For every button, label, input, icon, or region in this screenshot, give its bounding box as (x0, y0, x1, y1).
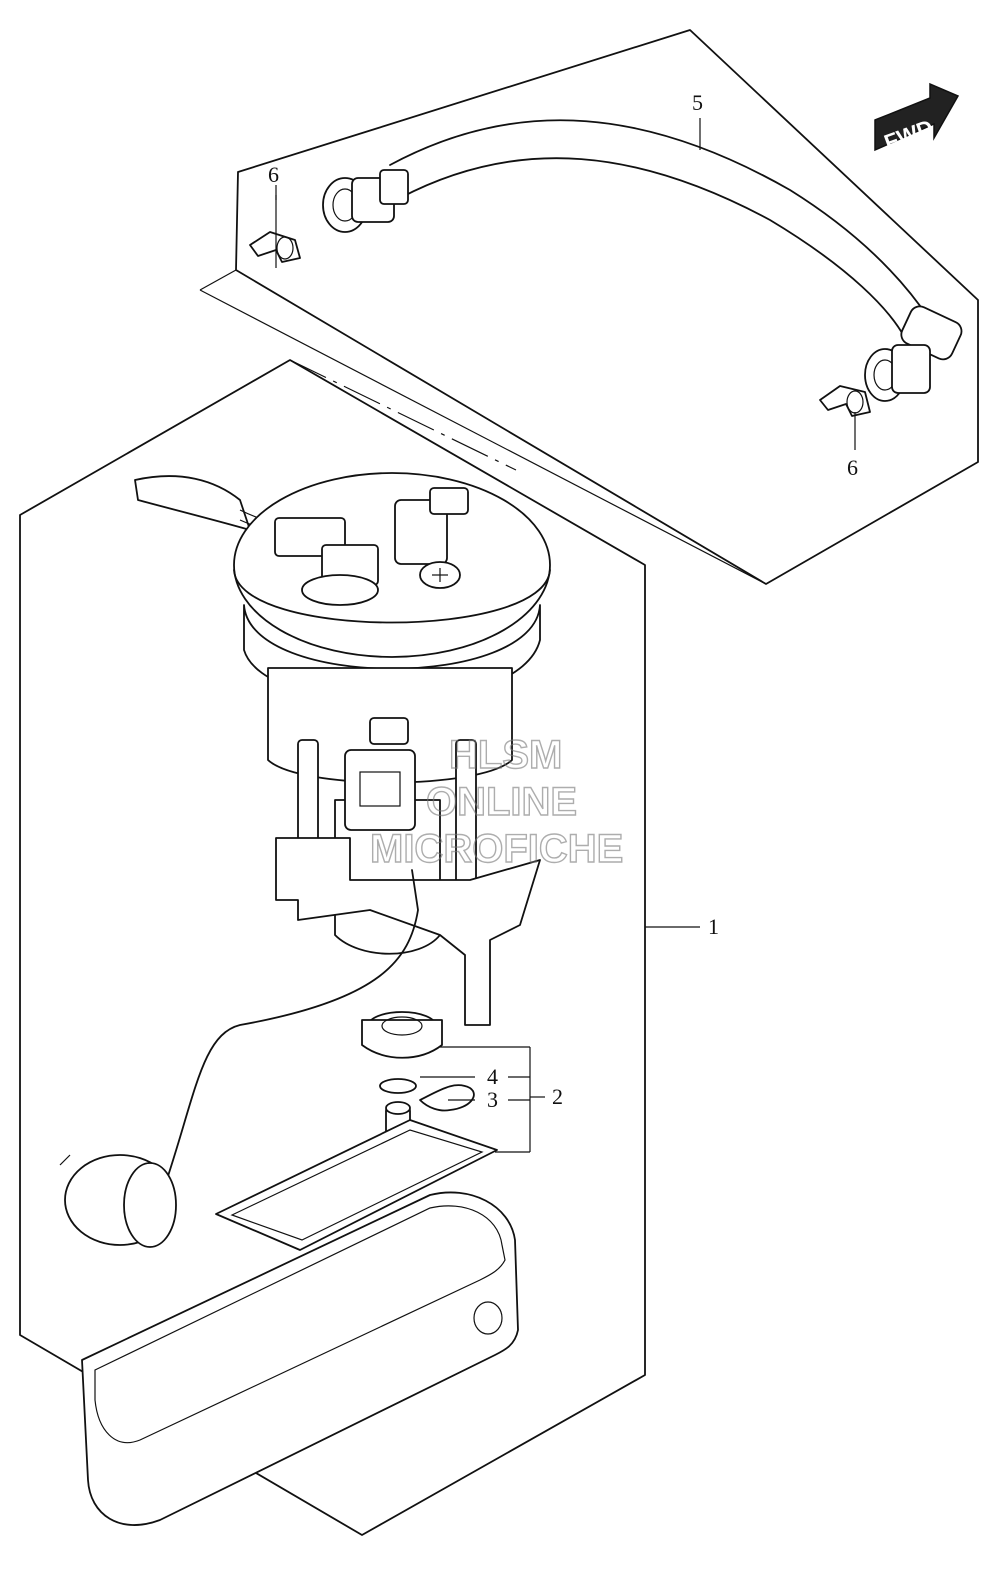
callout-4: 4 (487, 1064, 498, 1089)
callout-1: 1 (708, 914, 719, 939)
leader-lines (275, 118, 701, 1153)
fuel-pump-assembly-frame (19, 359, 646, 1536)
callout-3: 3 (487, 1087, 498, 1112)
watermark-line-1: HLSM (449, 733, 562, 777)
fuel-pump (59, 472, 551, 1248)
hose-clip-upper (249, 195, 301, 268)
hose-clip-lower (819, 385, 871, 450)
fuel-strainer (215, 1119, 498, 1251)
fuel-hose (322, 119, 963, 402)
watermark: HLSM ONLINE MICROFICHE (369, 732, 624, 871)
fuel-tank-tray (81, 1191, 519, 1526)
callout-6-upper: 6 (268, 162, 279, 187)
hose-assembly-frame (199, 29, 979, 585)
fwd-direction-badge: FWD (874, 82, 960, 155)
callout-2: 2 (552, 1084, 563, 1109)
callout-6-lower: 6 (847, 455, 858, 480)
regulator-parts (361, 1011, 475, 1140)
watermark-line-3: MICROFICHE (370, 827, 623, 871)
watermark-line-2: ONLINE (426, 780, 577, 824)
callout-5: 5 (692, 90, 703, 115)
